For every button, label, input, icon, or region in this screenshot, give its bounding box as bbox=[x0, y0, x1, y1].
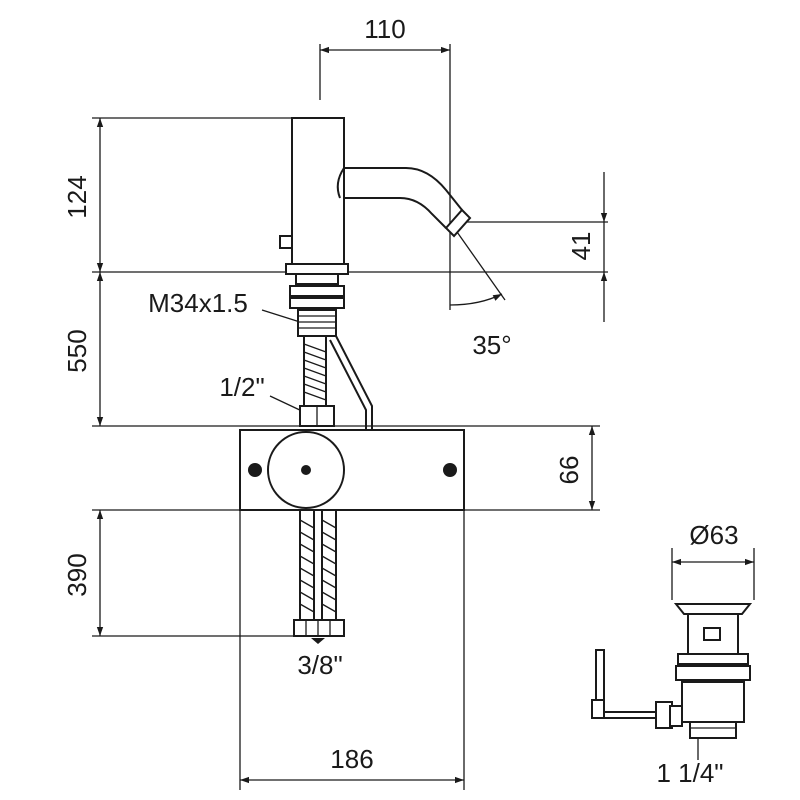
hose-length-label: 550 bbox=[62, 329, 92, 372]
faucet-body bbox=[279, 117, 472, 337]
waste-thread-label: 1 1/4" bbox=[656, 758, 723, 788]
body-height-label: 124 bbox=[62, 175, 92, 218]
dimension-labels: 110 124 550 390 66 41 35° M34x1.5 1/2" 3… bbox=[62, 14, 739, 788]
lower-hoses bbox=[293, 509, 345, 644]
thread-label: M34x1.5 bbox=[148, 288, 248, 318]
extension-lines bbox=[92, 44, 755, 790]
spout-reach-label: 110 bbox=[364, 14, 405, 44]
swivel-angle-label: 35° bbox=[472, 330, 511, 360]
popup-waste bbox=[591, 603, 753, 739]
hose-connection-label: 1/2" bbox=[219, 372, 264, 402]
spout-height-label: 41 bbox=[566, 232, 596, 261]
valve-box bbox=[239, 429, 465, 511]
dimension-lines bbox=[96, 46, 754, 784]
valve-box-height-label: 66 bbox=[554, 456, 584, 485]
valve-box-width-label: 186 bbox=[330, 744, 373, 774]
waste-diameter-label: Ø63 bbox=[689, 520, 738, 550]
outlet-connection-label: 3/8" bbox=[297, 650, 342, 680]
outlet-hose-length-label: 390 bbox=[62, 553, 92, 596]
upper-hoses bbox=[299, 335, 373, 430]
